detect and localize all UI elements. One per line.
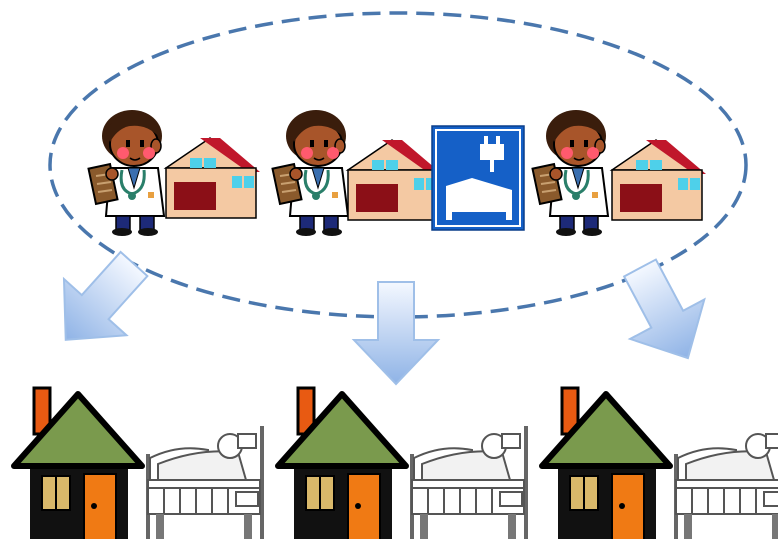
- clinic-house-icon: [165, 137, 261, 219]
- clinic-house-icon: [611, 139, 707, 221]
- hospital-bed-sign-icon: [431, 125, 525, 231]
- doctor-icon: [270, 108, 350, 238]
- clinic-house-icon: [347, 139, 443, 221]
- home-icon: [278, 388, 528, 539]
- down-arrow-icon: [601, 247, 726, 379]
- down-arrow-icon: [353, 281, 439, 385]
- home-icon: [542, 388, 778, 539]
- doctor-icon: [86, 108, 166, 238]
- doctor-icon: [530, 108, 610, 238]
- down-arrow-icon: [33, 234, 167, 369]
- home-icon: [14, 388, 264, 539]
